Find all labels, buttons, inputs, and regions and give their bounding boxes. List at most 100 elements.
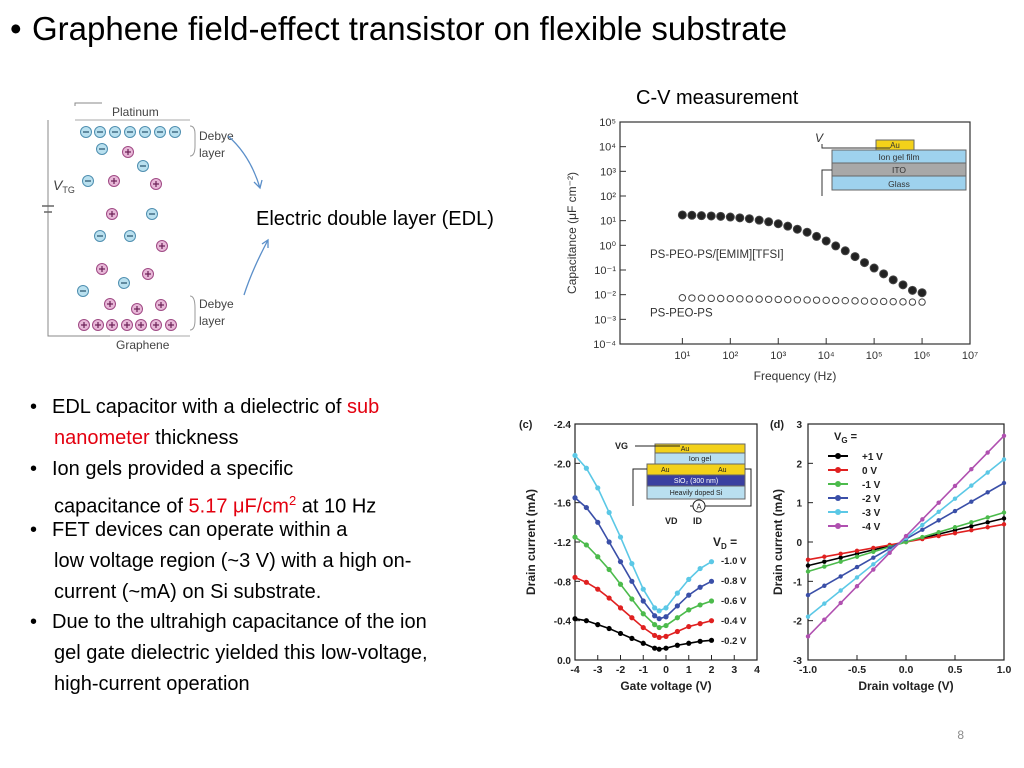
series-point: [952, 483, 958, 489]
series-point: [606, 625, 612, 632]
series-point: [871, 545, 876, 551]
y-tick-label: -1.2: [554, 538, 572, 549]
x-axis-label: Frequency (Hz): [754, 369, 837, 383]
circuit-wire: [47, 120, 110, 337]
y-tick-label: 2: [796, 459, 802, 470]
series-point: [838, 588, 843, 593]
series-point: [674, 590, 680, 596]
cv-point-open: [841, 296, 849, 305]
inset-drain-wire: [690, 468, 752, 507]
legend-label: -4 V: [862, 522, 881, 533]
series-line: [574, 454, 712, 612]
panel-tag: (c): [519, 419, 533, 431]
series-point: [572, 495, 578, 501]
inset-si-layer: [646, 485, 746, 500]
inset-au-strip: [654, 443, 746, 454]
x-tick-label: 2: [709, 664, 715, 676]
series-point: [652, 622, 658, 628]
cv-point-open: [774, 295, 782, 304]
series-point: [903, 533, 909, 539]
ammeter-label: A: [696, 503, 702, 512]
cv-point-filled: [696, 211, 706, 221]
series-point: [805, 634, 811, 639]
cv-point-filled: [898, 280, 908, 290]
y-axis-label: Capacitance (μF cm⁻²): [565, 172, 579, 294]
series-point: [606, 595, 612, 601]
series-point: [936, 533, 941, 539]
series-point: [617, 630, 624, 637]
cv-point-filled: [821, 236, 831, 246]
cv-point-filled: [725, 212, 735, 222]
bullet-text: gel gate dielectric yielded this low-vol…: [54, 642, 428, 664]
x-tick-label: 0: [663, 664, 669, 676]
series-point: [936, 529, 941, 535]
series-point: [969, 528, 974, 533]
series-point: [936, 509, 941, 515]
series-point: [854, 548, 860, 554]
series-point: [952, 530, 958, 536]
highlight-text: 2: [288, 493, 297, 508]
y-tick-label: -2: [793, 617, 802, 628]
debye-bottom-line1: Debye: [199, 297, 234, 311]
cv-point-filled: [812, 231, 822, 241]
inset-au-label: Au: [890, 141, 900, 150]
series-point: [936, 518, 941, 523]
bullet-line: gel gate dielectric yielded this low-vol…: [30, 638, 428, 669]
inset-vg-label: VG: [615, 441, 628, 451]
series-point: [805, 563, 811, 568]
bullet-line: capacitance of 5.17 μF/cm2 at 10 Hz: [30, 485, 376, 523]
highlight-text: nanometer: [54, 427, 150, 449]
x-tick-label: -4: [570, 664, 579, 676]
series-point: [674, 603, 680, 609]
series-point: [656, 608, 662, 614]
series-point: [969, 483, 974, 488]
series-point: [708, 578, 715, 584]
slide-title-text: Graphene field-effect transistor on flex…: [32, 10, 788, 47]
legend-title: VD =: [713, 535, 737, 551]
series-point: [952, 508, 958, 514]
cv-point-open: [879, 297, 888, 306]
cv-point-open: [870, 297, 878, 305]
series-point: [871, 567, 876, 572]
series-point: [920, 527, 925, 532]
cv-point-open: [918, 298, 926, 306]
inset-vd-label: VD: [665, 516, 678, 526]
bullet-text: capacitance of: [54, 495, 189, 518]
inset-au-left: Au: [661, 467, 670, 474]
edl-diagram: Platinum Graphene Debye layer Debye laye…: [42, 102, 234, 352]
debye-bottom-bracket: [189, 295, 196, 331]
y-tick-label: 10⁻⁴: [593, 339, 616, 351]
cv-point-open: [860, 297, 869, 305]
bullet-dot: •: [30, 396, 38, 418]
series-point: [708, 559, 715, 565]
series-point: [606, 539, 612, 545]
debye-top-line1: Debye: [199, 129, 234, 143]
cv-point-open: [678, 294, 687, 302]
cv-point-filled: [706, 211, 716, 221]
x-axis-label: Gate voltage (V): [620, 679, 711, 693]
cv-point-open: [889, 297, 897, 306]
legend-marker: [835, 481, 841, 487]
series-point: [572, 574, 578, 580]
cv-point-open: [716, 294, 725, 303]
series-point: [985, 515, 990, 520]
y-tick-label: 0: [796, 538, 802, 549]
series-point: [629, 635, 635, 641]
debye-top-bracket: [189, 125, 196, 157]
x-tick-label: 3: [731, 664, 737, 676]
bullet-line: high-current operation: [30, 669, 428, 700]
highlight-text: 5.17 μF/cm: [188, 495, 289, 518]
bullet-text: low voltage region (~3 V) with a high on…: [54, 550, 412, 572]
cv-point-open: [764, 295, 773, 303]
series-point: [708, 598, 715, 604]
panel-tag: (d): [770, 419, 784, 431]
series-point: [920, 522, 925, 528]
inset-ito-label: ITO: [892, 165, 906, 175]
bullet-text: thickness: [149, 427, 239, 449]
series-point: [617, 534, 624, 540]
bullet-dot: •: [30, 611, 38, 633]
vtg-label: VTG: [53, 177, 75, 195]
x-tick-label: 0.0: [899, 664, 914, 676]
